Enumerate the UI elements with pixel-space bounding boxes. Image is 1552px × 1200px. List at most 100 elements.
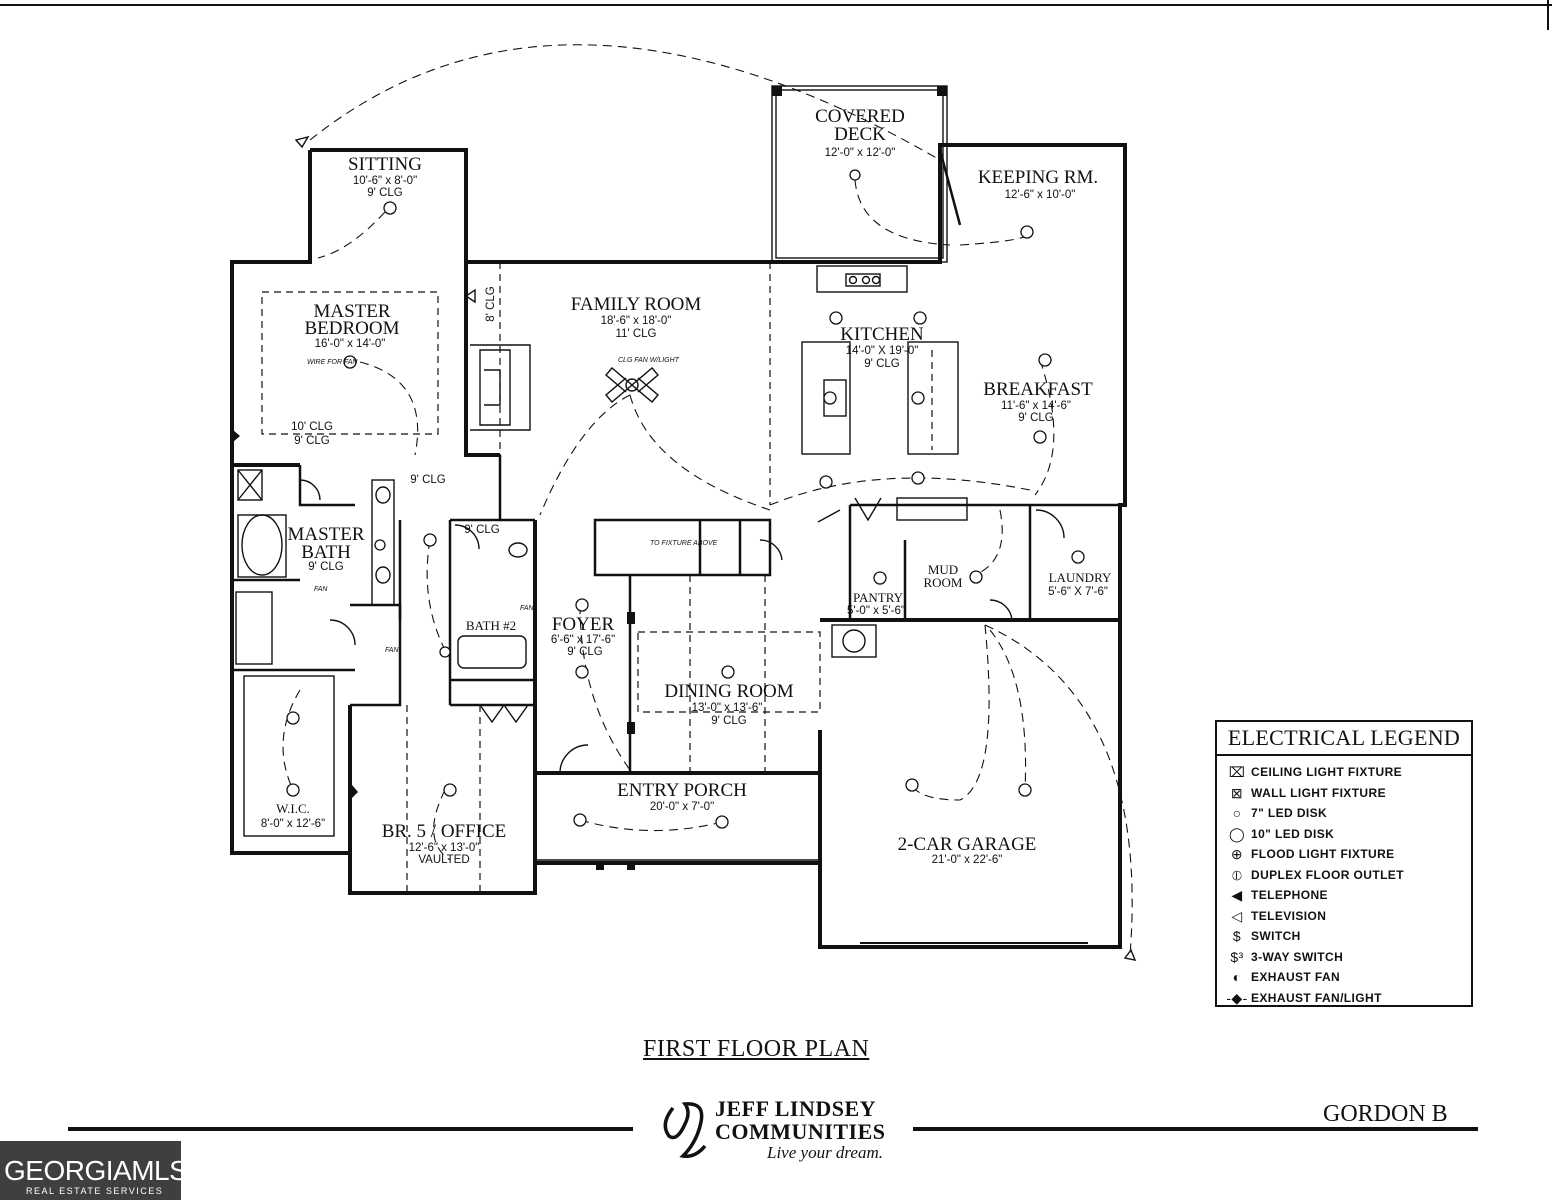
room-labels: SITTING 10'-6" x 8'-0" 9' CLG MASTER BED… xyxy=(261,106,1112,866)
room-dims: 16'-0" x 14'-0" xyxy=(315,338,386,350)
room-ceiling: 9' CLG xyxy=(464,524,499,536)
room-name: LAUNDRY xyxy=(1049,570,1112,585)
room-ceiling: 10' CLG xyxy=(291,421,333,433)
room-ceiling: 9' CLG xyxy=(567,646,602,658)
room-dims: 20'-0" x 7'-0" xyxy=(650,801,714,813)
switch-icon: $ xyxy=(1232,928,1242,944)
wall-light-icon: ⊠ xyxy=(1230,784,1244,801)
stair-note: TO FIXTURE ABOVE xyxy=(650,540,718,547)
television-icon xyxy=(294,135,310,149)
legend-item: $SWITCH xyxy=(1223,926,1471,947)
legend-item: ⊠WALL LIGHT FIXTURE xyxy=(1223,783,1471,804)
room-ceiling: 9' CLG xyxy=(308,561,343,573)
builder-monogram-icon xyxy=(663,1102,707,1159)
room-dims: 8'-0" x 12'-6" xyxy=(261,818,325,830)
room-name: DECK xyxy=(834,124,886,145)
led-disk-10-icon: ◯ xyxy=(1228,825,1246,842)
television-icon: ◁ xyxy=(1231,907,1243,924)
hall-ceiling: 9' CLG xyxy=(410,474,445,486)
room-dims: 5'-0" x 5'-6" xyxy=(847,605,905,617)
fireplace xyxy=(470,344,531,431)
television-icon xyxy=(1123,948,1137,961)
exhaust-fan-light-icon: -◆- xyxy=(1226,989,1248,1006)
room-name: PANTRY xyxy=(853,590,904,605)
fan-note: FAN xyxy=(314,586,328,593)
room-ceiling: 8' CLG xyxy=(485,286,497,321)
door-swings xyxy=(299,479,1065,774)
builder-logo: JEFF LINDSEY COMMUNITIES Live your dream… xyxy=(655,1094,895,1166)
exhaust-fan-icon: ◐ xyxy=(1232,969,1242,985)
room-dims: 12'-0" x 12'-0" xyxy=(825,147,896,159)
room-name: BATH #2 xyxy=(466,618,516,633)
room-name: MUD xyxy=(928,562,958,577)
room-name: BATH xyxy=(301,542,351,563)
led-disk-7-icon: ○ xyxy=(1232,805,1242,821)
title-rule-left xyxy=(68,1127,633,1131)
room-name: BR. 5 / OFFICE xyxy=(382,821,507,842)
flood-light-icon: ⊕ xyxy=(1230,846,1244,862)
legend-item: ◁TELEVISION xyxy=(1223,906,1471,927)
room-name: 2-CAR GARAGE xyxy=(898,834,1037,855)
room-ceiling: VAULTED xyxy=(418,854,469,866)
duplex-outlet-icon: ⦶ xyxy=(1231,866,1243,883)
television-icon xyxy=(464,288,476,304)
ceiling-light-icon: ⌧ xyxy=(1228,764,1246,780)
brand-line-2: COMMUNITIES xyxy=(715,1119,886,1144)
telephone-icon: ◀ xyxy=(1231,887,1243,903)
room-name: FAMILY ROOM xyxy=(571,294,702,315)
mls-subtitle: REAL ESTATE SERVICES xyxy=(26,1186,164,1196)
telephone-icon xyxy=(352,785,358,798)
room-ceiling: 9' CLG xyxy=(711,715,746,727)
room-dims: 21'-0" x 22'-6" xyxy=(932,854,1003,866)
three-way-switch-icon: $³ xyxy=(1230,948,1244,965)
fan-note: FAN xyxy=(385,647,399,654)
room-dims: 12'-6" x 13'-0" xyxy=(409,842,480,854)
wiring-runs xyxy=(282,44,1133,956)
legend-list: ⌧CEILING LIGHT FIXTURE ⊠WALL LIGHT FIXTU… xyxy=(1217,762,1471,1008)
room-name: MASTER xyxy=(287,524,364,545)
room-name: ROOM xyxy=(923,575,962,590)
fan-note: FAN xyxy=(520,605,534,612)
porch-posts xyxy=(596,612,635,870)
electrical-legend: ELECTRICAL LEGEND ⌧CEILING LIGHT FIXTURE… xyxy=(1215,720,1473,1007)
fan-note: CLG FAN W/LIGHT xyxy=(618,357,680,364)
room-name: ENTRY PORCH xyxy=(617,780,747,801)
brand-tagline: Live your dream. xyxy=(767,1143,883,1162)
room-name: DINING ROOM xyxy=(664,681,793,702)
room-name: KEEPING RM. xyxy=(978,167,1098,188)
room-name: W.I.C. xyxy=(276,801,310,816)
room-dims: 10'-6" x 8'-0" xyxy=(353,175,417,187)
room-name: BREAKFAST xyxy=(983,379,1093,400)
room-dims: 12'-6" x 10'-0" xyxy=(1005,189,1076,201)
room-ceiling: 9' CLG xyxy=(367,187,402,199)
room-ceiling: 11' CLG xyxy=(616,328,657,340)
legend-item: -◆-EXHAUST FAN/LIGHT xyxy=(1223,988,1471,1009)
legend-item: ⦶DUPLEX FLOOR OUTLET xyxy=(1223,865,1471,886)
room-dims: 13'-0" x 13'-6" xyxy=(692,702,763,714)
room-dims: 6'-6" x 17'-6" xyxy=(551,634,615,646)
room-name: SITTING xyxy=(348,154,422,175)
room-ceiling: 9' CLG xyxy=(864,358,899,370)
brand-line-1: JEFF LINDSEY xyxy=(715,1096,877,1121)
wire-note: WIRE FOR FAN xyxy=(307,359,358,366)
room-dims: 18'-6" x 18'-0" xyxy=(601,315,672,327)
legend-item: ◯10" LED DISK xyxy=(1223,824,1471,845)
model-name: GORDON B xyxy=(1323,1101,1448,1127)
legend-item: ◐EXHAUST FAN xyxy=(1223,967,1471,988)
dashed-features xyxy=(261,262,821,893)
legend-item: ◀TELEPHONE xyxy=(1223,885,1471,906)
mls-name: GEORGIAMLS xyxy=(4,1155,188,1186)
room-name: MASTER xyxy=(313,301,390,322)
room-ceiling: 9' CLG xyxy=(294,435,329,447)
room-ceiling: 9' CLG xyxy=(1018,412,1053,424)
room-dims: 11'-6" x 14'-6" xyxy=(1001,400,1071,412)
legend-item: ⌧CEILING LIGHT FIXTURE xyxy=(1223,762,1471,783)
legend-item: ⊕FLOOD LIGHT FIXTURE xyxy=(1223,844,1471,865)
room-dims: 14'-0" X 19'-0" xyxy=(846,345,919,357)
room-name: FOYER xyxy=(552,614,615,635)
mls-watermark: GEORGIAMLS REAL ESTATE SERVICES xyxy=(0,1141,188,1200)
ceiling-fan-icon xyxy=(605,367,659,403)
legend-item: ○7" LED DISK xyxy=(1223,803,1471,824)
telephone-icon xyxy=(233,430,240,442)
